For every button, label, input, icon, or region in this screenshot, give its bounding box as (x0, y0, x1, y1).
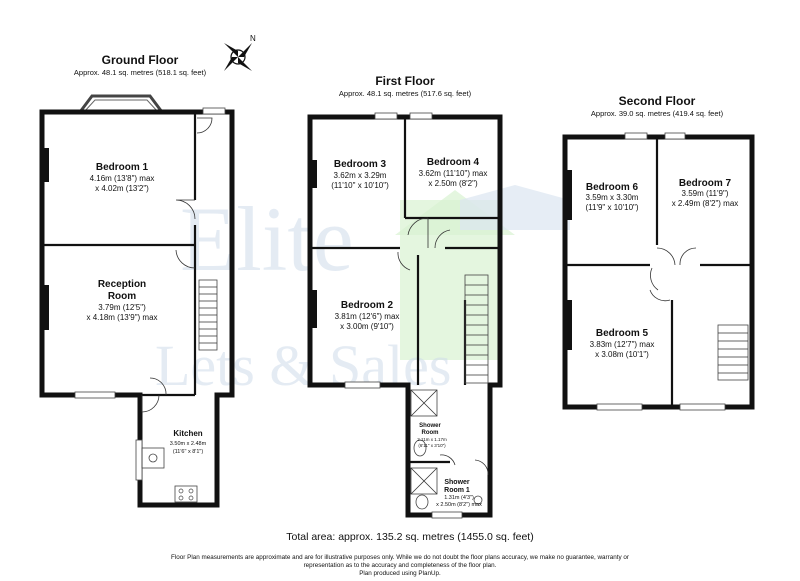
bedroom-7-label: Bedroom 7 (679, 178, 732, 189)
bedroom-3-label: Bedroom 3 (334, 159, 387, 170)
bedroom-1-door (175, 199, 196, 220)
shower-room-1-dim: 1.31m (4'3") (444, 495, 474, 501)
bedroom-2-dim: x 3.00m (9'10") (340, 322, 394, 331)
first-stairs (464, 274, 489, 384)
bedroom-4-label: Bedroom 4 (427, 157, 480, 168)
shower-room-1-dim: x 2.50m (8'2") max (436, 502, 482, 508)
rear-door (141, 394, 160, 413)
radiator (44, 148, 49, 182)
bedroom-3-dim: (11'10" x 10'10") (331, 181, 389, 190)
bedroom-2-door (397, 251, 411, 271)
compass-icon: N (224, 34, 256, 71)
second-floor: Second Floor Approx. 39.0 sq. metres (41… (562, 94, 755, 411)
kitchen-dim: (11'6" x 8'1") (173, 449, 204, 455)
bedroom-2-label: Bedroom 2 (341, 300, 394, 311)
reception-label: Room (108, 291, 136, 302)
bedroom-1-dim: 4.16m (13'8") max (90, 174, 155, 183)
reception-label: Reception (98, 279, 146, 290)
bedroom-5-label: Bedroom 5 (596, 328, 649, 339)
first-floor-title: First Floor (375, 74, 435, 88)
window (624, 132, 648, 140)
bedroom-7-dim: x 2.49m (8'2") max (672, 199, 739, 208)
ground-floor: Ground Floor Approx. 48.1 sq. metres (51… (39, 53, 235, 508)
window (664, 132, 686, 140)
kitchen-label: Kitchen (173, 429, 202, 438)
window (374, 112, 398, 120)
window (344, 381, 381, 389)
second-stairs (717, 324, 749, 381)
radiator (312, 290, 317, 328)
front-door (196, 117, 213, 134)
radiator (567, 300, 572, 350)
shower-room-1-label: Shower (444, 479, 470, 486)
second-floor-area: Approx. 39.0 sq. metres (419.4 sq. feet) (591, 109, 724, 118)
bedroom-6-dim: 3.59m x 3.30m (586, 193, 639, 202)
bedroom-5-dim: x 3.08m (10'1") (595, 350, 649, 359)
shower-room-label: Room (422, 430, 439, 436)
window (202, 107, 226, 115)
bedroom-7-dim: 3.59m (11'9") (682, 189, 729, 198)
kitchen-dim: 3.50m x 2.48m (170, 441, 207, 447)
watermark-line1: Elite (180, 188, 354, 290)
kitchen-door (149, 377, 167, 396)
shower-room-dim: (6'11" x 3'10") (418, 443, 446, 448)
bedroom-1-label: Bedroom 1 (96, 162, 149, 173)
window (679, 403, 726, 411)
shower-room-1-door (474, 459, 489, 476)
ground-floor-title: Ground Floor (102, 53, 179, 67)
ground-floor-area: Approx. 48.1 sq. metres (518.1 sq. feet) (74, 68, 207, 77)
kitchen-fittings (141, 447, 198, 503)
bathroom-fittings (410, 389, 483, 510)
window (431, 511, 463, 519)
watermark-blue-roof (460, 185, 570, 230)
shower-room-1-label: Room 1 (444, 487, 470, 494)
disclaimer-line: representation as to the accuracy and co… (304, 562, 497, 569)
reception-door (175, 249, 196, 269)
first-floor-area: Approx. 48.1 sq. metres (517.6 sq. feet) (339, 89, 472, 98)
ground-stairs (198, 279, 218, 351)
disclaimer-line: Plan produced using PlanUp. (359, 570, 441, 577)
bedroom-5-dim: 3.83m (12'7") max (590, 340, 655, 349)
bedroom-3-dim: 3.62m x 3.29m (334, 171, 387, 180)
bedroom-2-dim: 3.81m (12'6") max (335, 312, 400, 321)
radiator (567, 170, 572, 220)
first-floor: First Floor Approx. 48.1 sq. metres (517… (307, 74, 503, 519)
bedroom-6-dim: (11'9" x 10'10") (585, 203, 638, 212)
reception-dim: x 4.18m (13'9") max (86, 313, 157, 322)
shower-room-label: Shower (419, 423, 441, 429)
reception-dim: 3.79m (12'5") (98, 303, 146, 312)
bedroom-6-label: Bedroom 6 (586, 182, 639, 193)
compass-north-label: N (250, 34, 256, 43)
second-floor-outline (562, 134, 755, 410)
total-area: Total area: approx. 135.2 sq. metres (14… (286, 531, 533, 543)
bedroom-3-door (407, 217, 429, 248)
window (74, 391, 116, 399)
shower-room-door (439, 454, 456, 466)
bedroom-4-dim: x 2.50m (8'2") (428, 179, 478, 188)
disclaimer-line: Floor Plan measurements are approximate … (171, 554, 629, 561)
second-floor-title: Second Floor (619, 94, 696, 108)
bay-window (78, 94, 164, 113)
bedroom-4-dim: 3.62m (11'10") max (419, 169, 488, 178)
radiator (44, 285, 49, 330)
bedroom-6-7-doors (656, 247, 697, 266)
radiator (312, 160, 317, 188)
window (409, 112, 433, 120)
bedroom-4-door (434, 229, 451, 249)
bedroom-1-dim: x 4.02m (13'2") (95, 184, 149, 193)
window (596, 403, 643, 411)
first-floor-outline (307, 114, 503, 518)
shower-room-dim: 2.11m x 1.17m (417, 437, 447, 442)
window (135, 439, 143, 481)
bedroom-5-door (649, 267, 671, 302)
